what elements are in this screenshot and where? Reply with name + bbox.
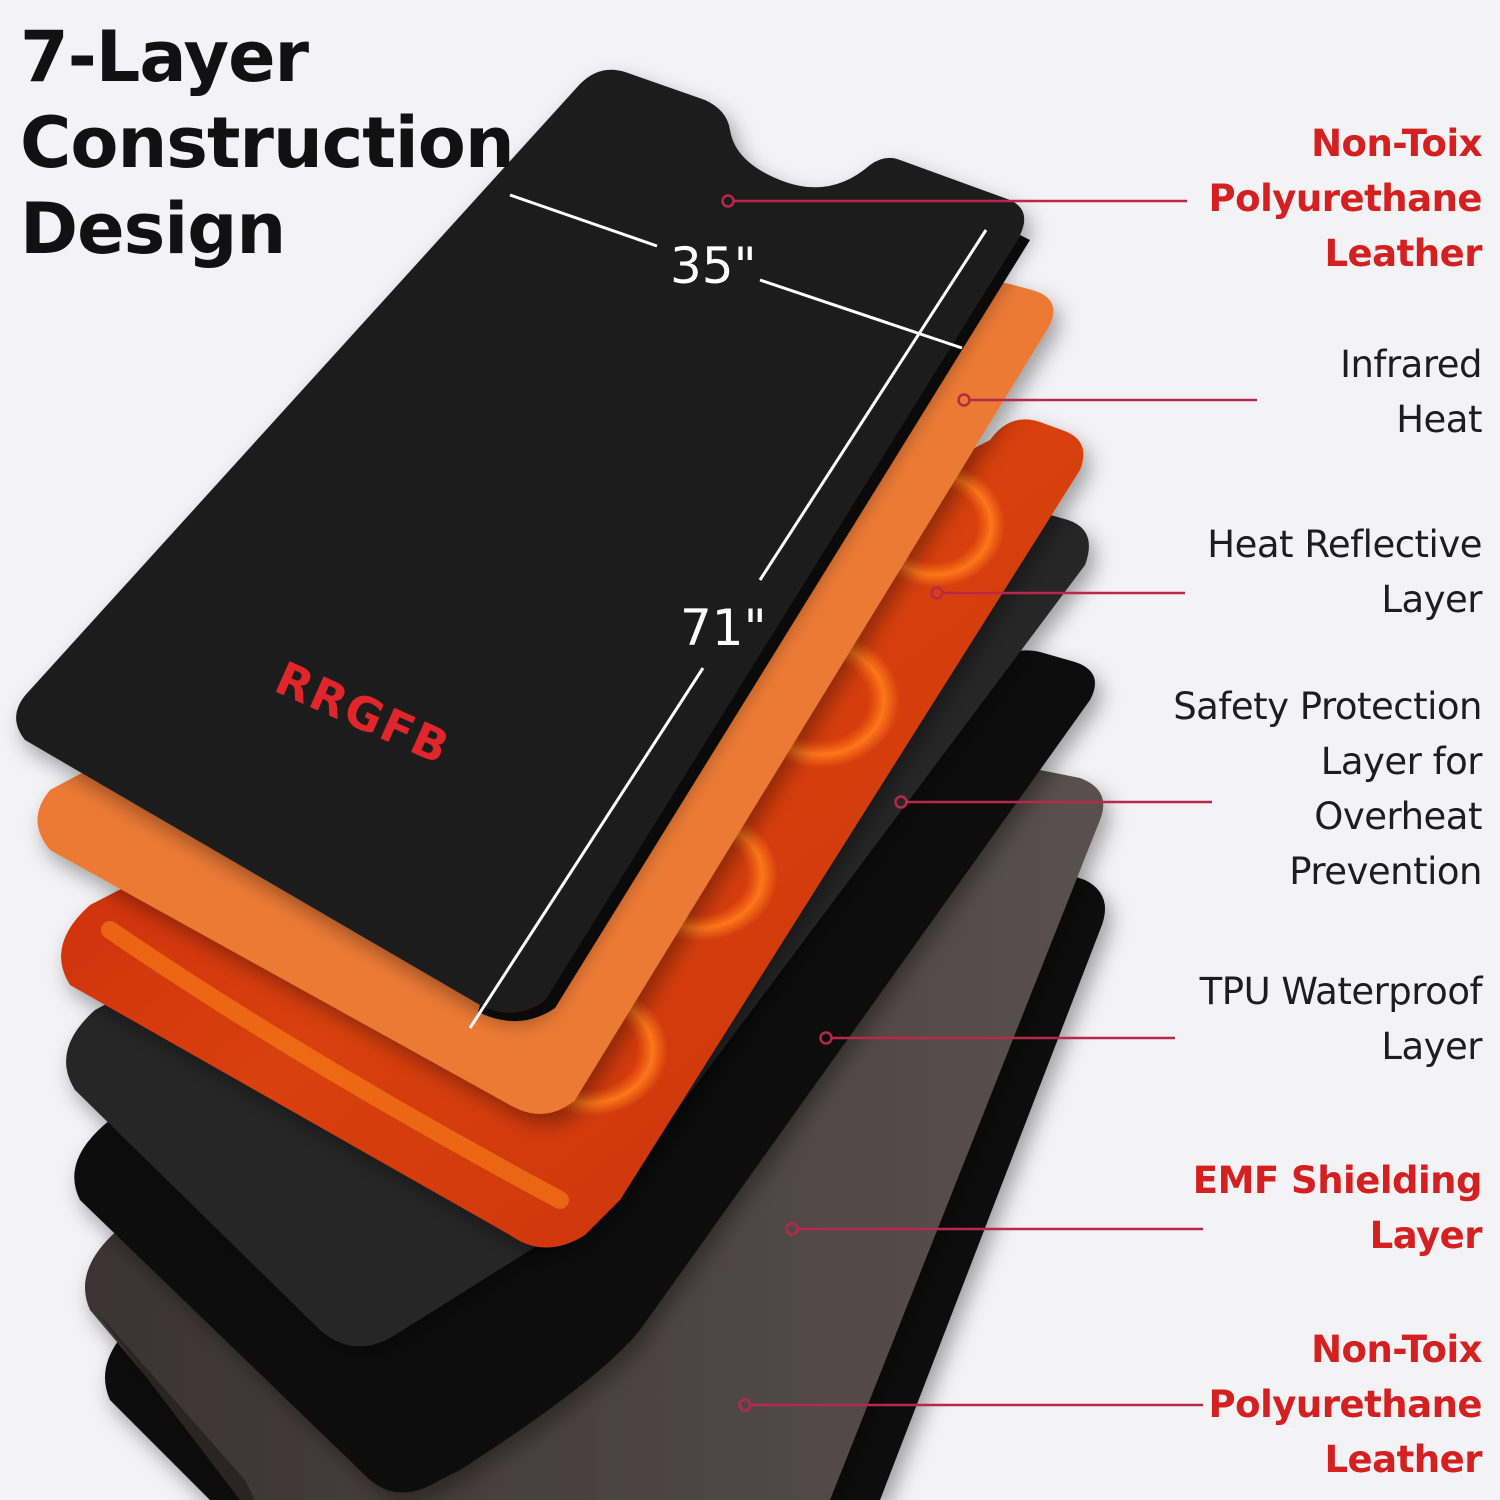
label-line: Infrared	[1340, 343, 1482, 386]
layer-label-1: Non-Toix Polyurethane Leather	[1208, 116, 1483, 281]
callout-dot-1	[721, 194, 735, 208]
width-dimension-label: 35"	[670, 237, 757, 295]
callout-dot-5	[819, 1031, 833, 1045]
callout-dot-2	[957, 393, 971, 407]
callout-dot-6	[785, 1222, 799, 1236]
page-title: 7-Layer Construction Design	[20, 14, 515, 272]
label-line: Heat Reflective	[1207, 523, 1482, 566]
label-line: EMF Shielding	[1192, 1159, 1483, 1202]
label-line: Prevention	[1289, 850, 1482, 893]
label-line: Layer	[1369, 1214, 1483, 1257]
label-line: Non-Toix	[1311, 122, 1482, 165]
label-line: Layer	[1381, 1025, 1482, 1068]
label-line: Layer	[1381, 578, 1482, 621]
title-line: Construction	[20, 102, 515, 184]
callout-dot-4	[894, 795, 908, 809]
layer-label-5: TPU Waterproof Layer	[1199, 964, 1483, 1074]
title-line: 7-Layer	[20, 16, 309, 98]
layer-label-2: Infrared Heat	[1340, 337, 1482, 447]
label-line: Layer for	[1320, 740, 1483, 783]
label-line: Overheat	[1314, 795, 1482, 838]
layer-label-6: EMF Shielding Layer	[1192, 1153, 1483, 1263]
dimension-width-35	[509, 193, 963, 350]
layer-1-top-leather	[16, 69, 1030, 1022]
label-line: Polyurethane	[1208, 1383, 1483, 1426]
title-line: Design	[20, 188, 286, 270]
label-line: Leather	[1324, 1438, 1482, 1481]
callout-dot-7	[738, 1398, 752, 1412]
label-line: Polyurethane	[1208, 177, 1483, 220]
length-dimension-label: 71"	[680, 599, 767, 657]
label-line: Leather	[1324, 232, 1482, 275]
layer-label-7: Non-Toix Polyurethane Leather	[1208, 1322, 1483, 1487]
label-line: Heat	[1396, 398, 1482, 441]
label-line: TPU Waterproof	[1199, 970, 1483, 1013]
callout-dot-3	[930, 586, 944, 600]
label-line: Safety Protection	[1173, 685, 1482, 728]
callout-lines	[734, 199, 1257, 1407]
label-line: Non-Toix	[1311, 1328, 1482, 1371]
layer-label-4: Safety Protection Layer for Overheat Pre…	[1173, 679, 1482, 899]
layer-label-3: Heat Reflective Layer	[1207, 517, 1482, 627]
callout-dots	[721, 194, 971, 1412]
dimension-length-71	[468, 229, 988, 1029]
